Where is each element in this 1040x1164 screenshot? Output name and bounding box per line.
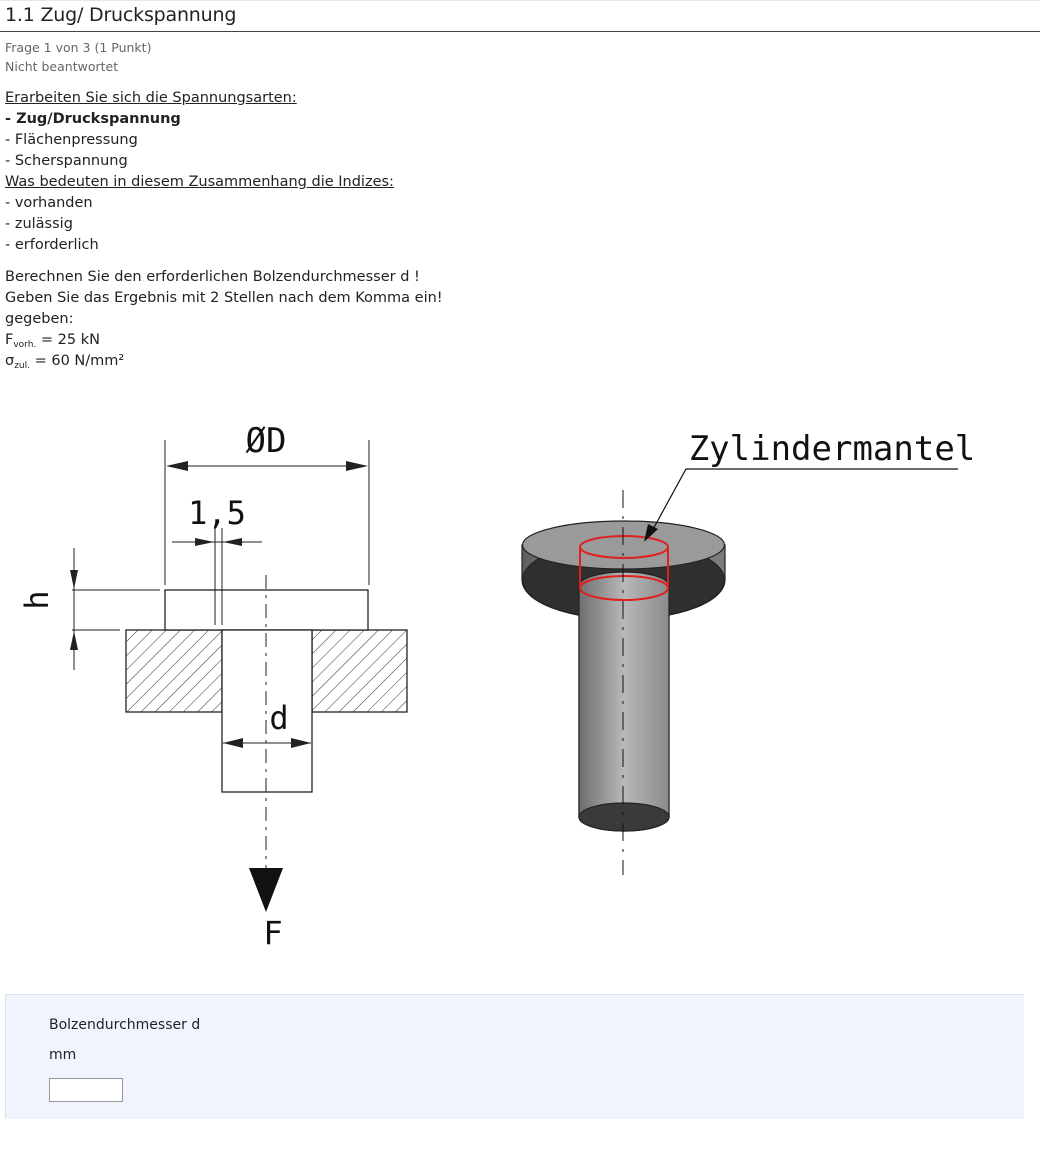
section-drawing [70, 440, 408, 912]
answer-label: Bolzendurchmesser d [49, 1017, 201, 1033]
given-force: Fvorh. = 25 kN [5, 330, 605, 351]
force-value: = 25 kN [36, 332, 100, 348]
task-line: Berechnen Sie den erforderlichen Bolzend… [5, 269, 420, 285]
force-symbol: F [5, 332, 14, 348]
stress-type-item: - Zug/Druckspannung [5, 111, 181, 127]
stress-type-item: - Scherspannung [5, 153, 128, 169]
question-info: Frage 1 von 3 (1 Punkt) [5, 40, 152, 55]
plate-left-section [125, 629, 223, 713]
label-F: F [263, 914, 282, 952]
label-d: d [269, 699, 288, 737]
label-zylindermantel: Zylindermantel [689, 429, 976, 469]
index-item: - vorhanden [5, 195, 93, 211]
label-h: h [18, 590, 56, 609]
diameter-input[interactable] [49, 1078, 123, 1102]
bolt-figure: ØD 1,5 h d F Zylindermantel [18, 421, 976, 952]
stress-value: = 60 N/mm² [30, 353, 125, 369]
index-item: - zulässig [5, 216, 73, 232]
question-title: 1.1 Zug/ Druckspannung [5, 4, 237, 26]
question-header: 1.1 Zug/ Druckspannung [0, 0, 1040, 32]
answer-panel: Bolzendurchmesser d mm [5, 994, 1024, 1119]
stress-symbol: σ [5, 353, 15, 369]
force-subscript: vorh. [13, 340, 37, 350]
answer-unit: mm [49, 1047, 77, 1063]
indices-heading: Was bedeuten in diesem Zusammenhang die … [5, 174, 394, 190]
force-arrow [249, 868, 283, 912]
intro-heading: Erarbeiten Sie sich die Spannungsarten: [5, 90, 297, 106]
task-line: Geben Sie das Ergebnis mit 2 Stellen nac… [5, 290, 443, 306]
bolt-shaft-outline [221, 629, 313, 793]
answer-status: Nicht beantwortet [5, 59, 119, 74]
label-1-5: 1,5 [188, 494, 246, 532]
plate-right-section [311, 629, 408, 713]
given-label: gegeben: [5, 311, 74, 327]
index-item: - erforderlich [5, 237, 99, 253]
given-stress: σzul. = 60 N/mm² [5, 351, 605, 372]
stress-subscript: zul. [14, 361, 30, 371]
label-diameter-D: ØD [246, 421, 287, 461]
question-text: Erarbeiten Sie sich die Spannungsarten: … [5, 88, 605, 372]
stress-type-item: - Flächenpressung [5, 132, 138, 148]
bolt-3d [521, 468, 958, 875]
